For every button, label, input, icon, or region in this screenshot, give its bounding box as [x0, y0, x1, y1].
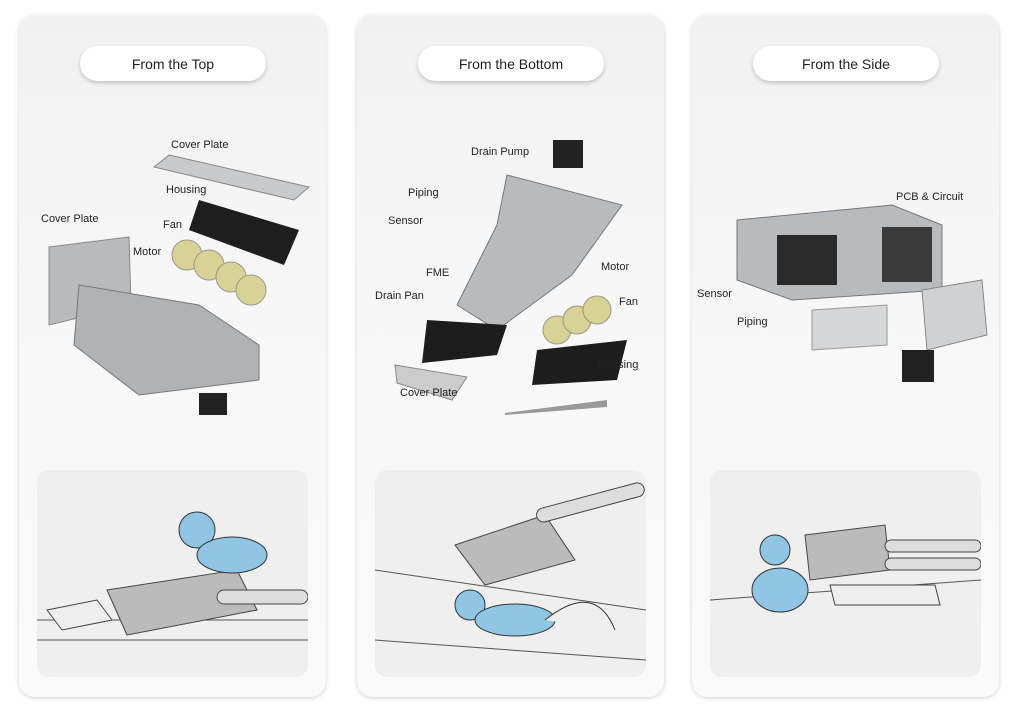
title-pill: From the Top	[80, 46, 266, 81]
label-sensor: Sensor	[388, 215, 423, 227]
label-housing: Housing	[598, 359, 639, 371]
label-cover-plate-2: Cover Plate	[41, 213, 99, 225]
label-drain-pump: Drain Pump	[471, 146, 530, 158]
title-pill: From the Bottom	[418, 46, 604, 81]
title-pill: From the Side	[753, 46, 939, 81]
label-motor: Motor	[601, 261, 630, 273]
label-pcb-circuit: PCB & Circuit	[896, 191, 964, 203]
label-piping: Piping	[737, 316, 768, 328]
label-sensor: Sensor	[697, 288, 732, 300]
label-fan: Fan	[163, 219, 182, 231]
illustration-side-access	[710, 470, 981, 677]
card-from-bottom: From the Bottom Drain Pump Piping Sensor…	[357, 15, 664, 697]
label-fan: Fan	[619, 296, 638, 308]
card-from-side: From the Side PCB & Circuit Sensor Pipin…	[692, 15, 999, 697]
card-from-top: From the Top Cover Plate Housing Cover P…	[19, 15, 326, 697]
illustration-top-access	[37, 470, 308, 677]
illustration-bottom-access	[375, 470, 646, 677]
label-drain-pan: Drain Pan	[375, 290, 424, 302]
label-cover-plate: Cover Plate	[400, 387, 458, 399]
label-housing: Housing	[166, 184, 207, 196]
label-fme: FME	[426, 267, 450, 279]
exploded-diagram-bottom	[394, 140, 627, 415]
exploded-diagram-top	[48, 154, 311, 415]
label-motor: Motor	[133, 246, 162, 258]
label-piping: Piping	[408, 187, 439, 199]
label-cover-plate: Cover Plate	[171, 139, 229, 151]
exploded-diagram-side	[736, 204, 988, 382]
